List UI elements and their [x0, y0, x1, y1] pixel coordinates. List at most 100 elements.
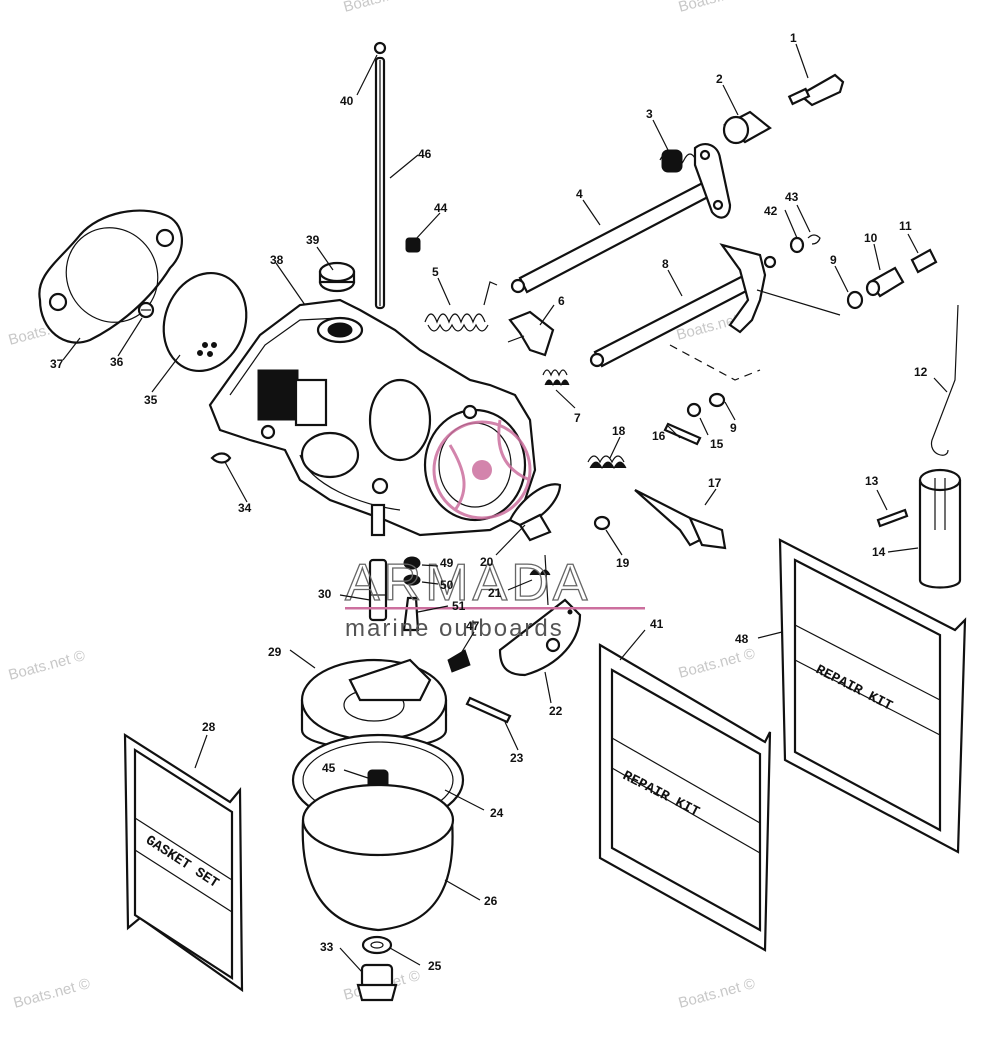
- part-choke-plate: [508, 483, 562, 542]
- callout-label: 47: [466, 619, 480, 633]
- watermark: Boats.net ©: [677, 975, 757, 1012]
- part-clip-43: [807, 234, 821, 245]
- part-sleeve: [918, 468, 962, 589]
- part-pin-23: [465, 696, 512, 724]
- callout-label: 2: [716, 72, 723, 86]
- callout-label: 51: [452, 599, 466, 613]
- callout-label: 43: [785, 190, 799, 204]
- part-spring-47: [447, 649, 471, 673]
- callout-label: 45: [322, 761, 336, 775]
- repair-kit-envelope-41: REPAIR KIT: [598, 643, 772, 952]
- callout-label: 24: [490, 806, 504, 820]
- callout-label: 12: [914, 365, 928, 379]
- part-float-bowl: [301, 783, 455, 932]
- part-mounting-gasket: [38, 209, 184, 344]
- callout-label: 8: [662, 257, 669, 271]
- callout-label: 17: [708, 476, 722, 490]
- callout-label: 5: [432, 265, 439, 279]
- callout-label: 21: [488, 586, 502, 600]
- callout-label: 35: [144, 393, 158, 407]
- part-drain-gasket: [361, 935, 393, 955]
- part-nut-42: [789, 236, 805, 254]
- callout-label: 6: [558, 294, 565, 308]
- callout-label: 3: [646, 107, 653, 121]
- part-screw: [137, 301, 155, 319]
- callouts: 1 2 3 4 5 6 7 8 9 9 10 11 12 13 14 15 16…: [50, 31, 928, 973]
- part-bushing: [722, 110, 772, 145]
- callout-label: 22: [549, 704, 563, 718]
- callout-label: 18: [612, 424, 626, 438]
- callout-label: 19: [616, 556, 630, 570]
- callout-label: 28: [202, 720, 216, 734]
- callout-label: 50: [440, 578, 454, 592]
- callout-label: 30: [318, 587, 332, 601]
- callout-label: 4: [576, 187, 583, 201]
- part-carburetor-body: [208, 298, 537, 537]
- callout-label: 42: [764, 204, 778, 218]
- part-washer: [686, 290, 864, 418]
- callout-label: 26: [484, 894, 498, 908]
- logo-tagline: marine outboards: [345, 615, 564, 642]
- part-welch-plug: [318, 261, 356, 293]
- callout-label: 44: [434, 201, 448, 215]
- callout-label: 14: [872, 545, 886, 559]
- callout-label: 36: [110, 355, 124, 369]
- watermark: Boats.net ©: [12, 975, 92, 1012]
- watermark: Boats.net ©: [7, 647, 87, 684]
- callout-label: 15: [710, 437, 724, 451]
- logo-brand: ARMADA: [345, 554, 591, 612]
- callout-label: 9: [830, 253, 837, 267]
- part-screw-10: [865, 266, 905, 298]
- part-diaphragm-plate: [162, 271, 248, 373]
- callout-label: 34: [238, 501, 252, 515]
- leader-lines: [62, 43, 948, 973]
- part-float-lever: [498, 598, 582, 677]
- gasket-set-envelope: GASKET SET: [123, 732, 244, 993]
- callout-label: 1: [790, 31, 797, 45]
- part-needle-valve: [634, 489, 727, 550]
- part-seat-49: [403, 556, 421, 570]
- watermark: Boats.net ©: [342, 0, 422, 16]
- callout-label: 48: [735, 632, 749, 646]
- callout-label: 29: [268, 645, 282, 659]
- callout-label: 40: [340, 94, 354, 108]
- callout-label: 9: [730, 421, 737, 435]
- watermark: Boats.net ©: [677, 0, 757, 16]
- part-main-jet: [368, 558, 388, 622]
- part-spring-5: [424, 281, 498, 332]
- part-spring-21: [529, 554, 551, 606]
- callout-label: 37: [50, 357, 64, 371]
- callout-label: 7: [574, 411, 581, 425]
- part-gasket-50: [403, 574, 421, 586]
- callout-label: 23: [510, 751, 524, 765]
- watermark: Boats.net ©: [677, 645, 757, 682]
- part-clip: [210, 452, 232, 464]
- part-spring-3: [659, 149, 697, 173]
- callout-label: 46: [418, 147, 432, 161]
- part-pin-16: [663, 422, 702, 446]
- repair-kit-envelope-48: REPAIR KIT: [778, 538, 967, 854]
- callout-label: 38: [270, 253, 284, 267]
- callout-label: 16: [652, 429, 666, 443]
- part-screw-1: [787, 73, 845, 107]
- part-spring-7: [542, 369, 570, 387]
- callout-label: 10: [864, 231, 878, 245]
- callout-label: 13: [865, 474, 879, 488]
- part-screw-19: [593, 515, 611, 531]
- part-adjusting-screw: [507, 310, 555, 357]
- part-spring-18: [587, 455, 627, 470]
- part-pin-13: [876, 508, 909, 528]
- part-screw-11: [910, 248, 938, 274]
- callout-label: 25: [428, 959, 442, 973]
- armada-logo: ARMADA marine outboards: [344, 419, 645, 642]
- part-throttle-shaft: [510, 143, 732, 294]
- part-small-plug: [405, 237, 421, 253]
- callout-label: 33: [320, 940, 334, 954]
- callout-label: 11: [899, 219, 912, 233]
- part-throttle-rod: [373, 41, 387, 310]
- callout-label: 41: [650, 617, 664, 631]
- callout-label: 20: [480, 555, 494, 569]
- part-drain-plug: [356, 963, 398, 1002]
